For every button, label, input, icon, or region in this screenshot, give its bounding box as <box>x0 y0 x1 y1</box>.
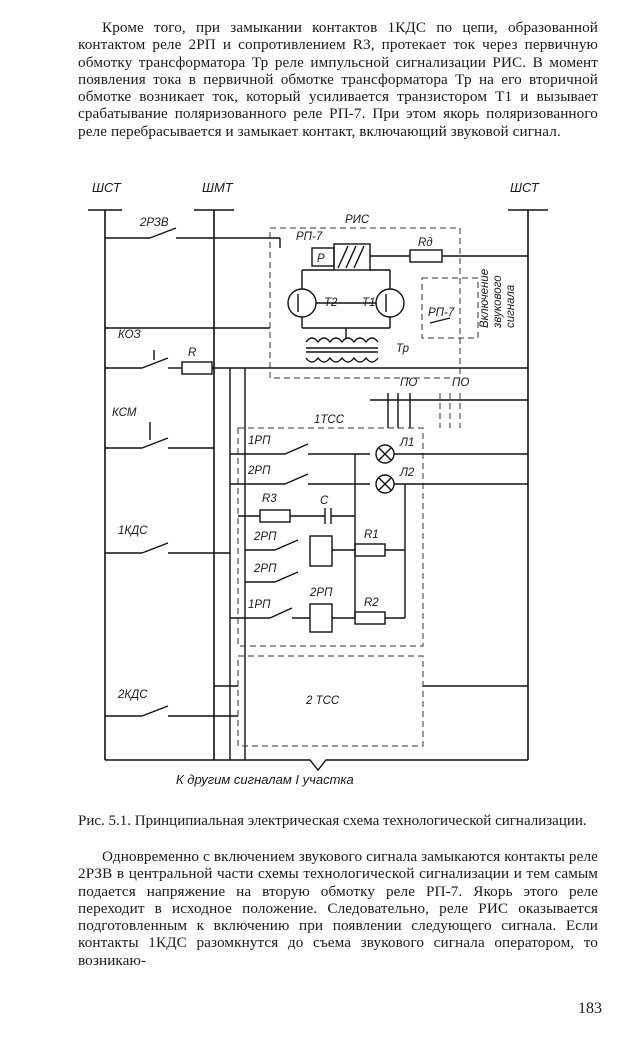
label-kds2: 2КДС <box>117 689 148 701</box>
label-r2: R2 <box>364 597 379 609</box>
label-sound-3: сигнала <box>505 285 517 328</box>
label-c: С <box>320 495 329 507</box>
coil-2rp-a <box>309 535 333 567</box>
label-2tss: 2 ТСС <box>305 695 340 707</box>
paragraph-top: Кроме того, при замыкании контактов 1КДС… <box>78 19 598 140</box>
figure-caption: Рис. 5.1. Принципиальная электрическая с… <box>78 813 587 829</box>
label-rp1a: 1РП <box>248 435 271 447</box>
label-r3: R3 <box>262 493 277 505</box>
label-rp2a: 2РП <box>247 465 271 477</box>
label-rp2b: 2РП <box>253 531 277 543</box>
label-p: Р <box>317 253 325 265</box>
label-rp7-side: РП-7 <box>428 307 455 319</box>
label-l2: Л2 <box>399 467 415 479</box>
label-rp2c: 2РП <box>253 563 277 575</box>
paragraph-bottom: Одновременно с включением звукового сигн… <box>78 848 598 969</box>
label-ko3: КОЗ <box>118 329 141 341</box>
page-number: 183 <box>578 1000 602 1017</box>
label-ksm: КСМ <box>112 407 137 419</box>
label-1tss: 1ТСС <box>314 414 345 426</box>
label-rp7-top: РП-7 <box>296 231 323 243</box>
label-kds1: 1КДС <box>118 525 148 537</box>
block-ris <box>269 227 461 379</box>
coil-2rp-b <box>309 603 333 633</box>
paragraph-bottom-text: Одновременно с включением звукового сигн… <box>78 848 598 969</box>
label-l1: Л1 <box>399 437 414 449</box>
bottom-brace <box>105 759 528 772</box>
block-2tss <box>237 655 424 747</box>
label-po1: ПО <box>400 377 417 389</box>
label-rp1b: 1РП <box>248 599 271 611</box>
transistor-t2 <box>287 288 317 318</box>
label-sound-1: Включение <box>479 269 491 328</box>
label-po2: ПО <box>452 377 469 389</box>
label-r: R <box>188 347 196 359</box>
bus-mid-label: ШМТ <box>202 180 234 195</box>
transformer-secondary <box>305 337 379 344</box>
label-rp2d: 2РП <box>309 587 333 599</box>
transformer-primary <box>305 356 379 363</box>
label-tr: Тр <box>396 343 410 355</box>
bus-left-label: ШСТ <box>92 180 122 195</box>
label-r1: R1 <box>364 529 379 541</box>
bus-right-label: ШСТ <box>510 180 540 195</box>
label-2rzv: 2РЗВ <box>139 217 169 229</box>
label-ris: РИС <box>345 214 370 226</box>
label-bottom: К другим сигналам I участка <box>176 772 354 787</box>
label-sound-2: звукового <box>492 275 504 329</box>
circuit-diagram: ШСТ ШМТ ШСТ 2РЗВ РИС РП-7 Р Rд Т2 Т1 Тр <box>88 180 548 787</box>
block-1tss <box>237 427 424 647</box>
paragraph-top-text: Кроме того, при замыкании контактов 1КДС… <box>78 19 598 140</box>
label-rd: Rд <box>418 237 433 249</box>
transistor-t1 <box>375 288 405 318</box>
